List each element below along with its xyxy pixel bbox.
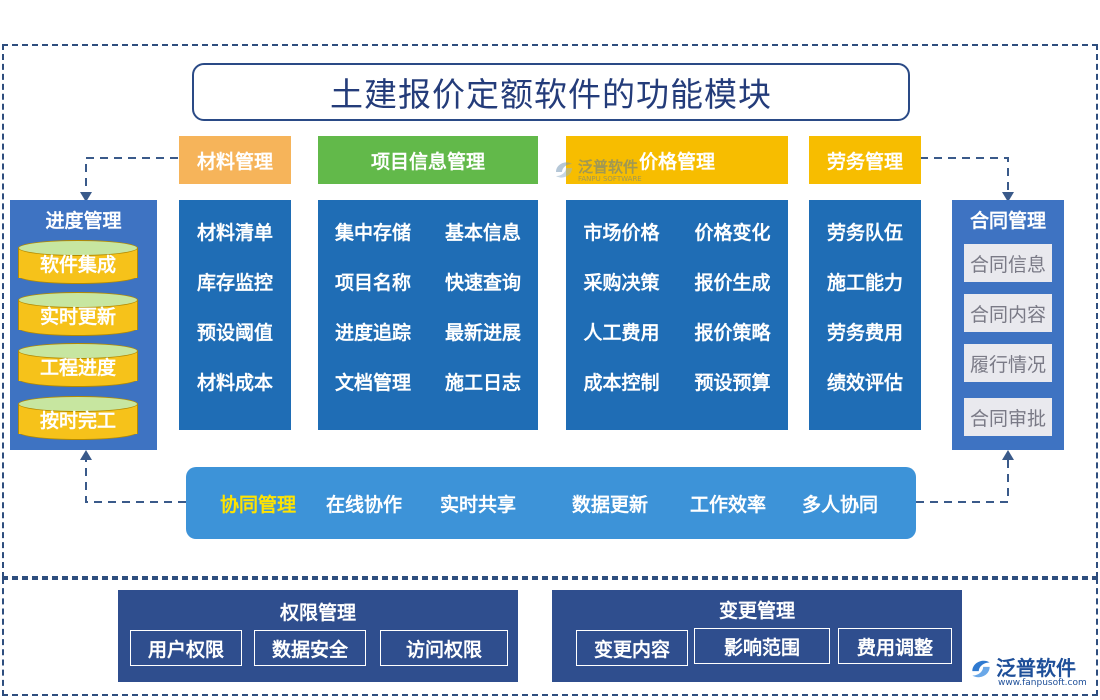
watermark-cn: 泛普软件	[578, 158, 639, 176]
material-header: 材料管理	[179, 136, 291, 184]
project-row: 进度追踪 最新进展	[318, 306, 538, 356]
labor-item: 施工能力	[826, 271, 903, 294]
labor-item: 绩效评估	[826, 371, 903, 394]
fanpu-watermark-icon	[556, 162, 572, 178]
price-panel: 市场价格 价格变化 采购决策 报价生成 人工费用 报价策略 成本控制 预设预算	[566, 200, 788, 430]
progress-cylinder: 按时完工	[18, 396, 138, 440]
logo-name: 泛普软件	[996, 656, 1076, 680]
fanpu-logo-icon	[972, 660, 990, 678]
permission-item: 访问权限	[380, 630, 508, 666]
main-frame	[2, 44, 1098, 578]
price-row: 市场价格 价格变化	[566, 206, 788, 256]
contract-item: 履行情况	[964, 344, 1052, 382]
price-item: 市场价格	[583, 221, 660, 244]
progress-item: 工程进度	[39, 357, 116, 379]
change-title: 变更管理	[718, 600, 795, 622]
project-header: 项目信息管理	[318, 136, 538, 184]
progress-header: 进度管理	[45, 210, 122, 232]
progress-cylinder: 工程进度	[18, 343, 138, 387]
price-header: 价格管理	[566, 136, 788, 184]
project-panel: 集中存储 基本信息 项目名称 快速查询 进度追踪 最新进展 文档管理 施工日志	[318, 200, 538, 430]
project-item: 文档管理	[334, 371, 411, 394]
project-item: 快速查询	[444, 271, 521, 294]
logo-url: www.fanpusoft.com	[998, 678, 1087, 688]
project-row: 集中存储 基本信息	[318, 206, 538, 256]
progress-item: 按时完工	[39, 410, 116, 432]
material-item: 材料成本	[196, 371, 273, 394]
price-item: 报价生成	[694, 271, 771, 294]
material-item: 预设阈值	[196, 321, 273, 344]
change-item: 费用调整	[838, 628, 952, 664]
material-panel: 材料清单 库存监控 预设阈值 材料成本	[179, 200, 291, 430]
change-item: 变更内容	[576, 630, 688, 666]
contract-item: 合同审批	[964, 398, 1052, 436]
progress-panel: 进度管理 软件集成 实时更新 工程进度 按时完工	[10, 200, 157, 450]
collab-item: 实时共享	[440, 493, 517, 516]
price-row: 人工费用 报价策略	[566, 306, 788, 356]
project-row: 项目名称 快速查询	[318, 256, 538, 306]
project-item: 最新进展	[444, 321, 521, 344]
project-item: 集中存储	[334, 221, 411, 244]
contract-panel: 合同管理 合同信息 合同内容 履行情况 合同审批	[952, 200, 1064, 450]
price-item: 成本控制	[583, 371, 660, 394]
project-item: 施工日志	[444, 371, 521, 394]
project-item: 进度追踪	[334, 321, 411, 344]
bottom-frame	[2, 578, 1098, 696]
progress-item: 软件集成	[39, 254, 116, 276]
watermark: 泛普软件 FANPU SOFTWARE	[552, 156, 662, 186]
fanpu-logo: 泛普软件 www.fanpusoft.com	[968, 652, 1092, 690]
price-item: 人工费用	[583, 321, 660, 344]
collab-item: 多人协同	[802, 493, 879, 516]
collab-item: 在线协作	[326, 493, 403, 516]
collab-item: 数据更新	[572, 493, 649, 516]
labor-header: 劳务管理	[809, 136, 921, 184]
contract-item: 合同信息	[964, 244, 1052, 282]
progress-cylinder: 实时更新	[18, 292, 138, 336]
permission-item: 数据安全	[254, 630, 366, 666]
price-item: 价格变化	[694, 221, 771, 244]
permission-title: 权限管理	[279, 602, 356, 624]
price-item: 报价策略	[694, 321, 771, 344]
labor-item: 劳务费用	[826, 321, 903, 344]
collab-label: 协同管理	[220, 493, 297, 516]
contract-item: 合同内容	[964, 294, 1052, 332]
price-row: 成本控制 预设预算	[566, 356, 788, 406]
material-item: 材料清单	[196, 221, 273, 244]
diagram-title: 土建报价定额软件的功能模块	[192, 63, 910, 121]
progress-cylinder: 软件集成	[18, 240, 138, 284]
permission-item: 用户权限	[130, 630, 242, 666]
collab-item: 工作效率	[690, 493, 767, 516]
price-item: 采购决策	[583, 271, 660, 294]
material-item: 库存监控	[196, 271, 273, 294]
project-item: 项目名称	[334, 271, 411, 294]
price-row: 采购决策 报价生成	[566, 256, 788, 306]
price-item: 预设预算	[694, 371, 771, 394]
project-row: 文档管理 施工日志	[318, 356, 538, 406]
labor-panel: 劳务队伍 施工能力 劳务费用 绩效评估	[809, 200, 921, 430]
progress-item: 实时更新	[39, 306, 116, 328]
contract-header: 合同管理	[969, 210, 1046, 232]
collab-bar: 协同管理 在线协作 实时共享 数据更新 工作效率 多人协同	[186, 467, 916, 539]
project-item: 基本信息	[444, 221, 521, 244]
watermark-en: FANPU SOFTWARE	[578, 175, 642, 183]
change-section: 变更管理 变更内容 影响范围 费用调整	[552, 590, 962, 682]
labor-item: 劳务队伍	[826, 221, 903, 244]
change-item: 影响范围	[694, 628, 830, 664]
permission-section: 权限管理 用户权限 数据安全 访问权限	[118, 590, 518, 682]
